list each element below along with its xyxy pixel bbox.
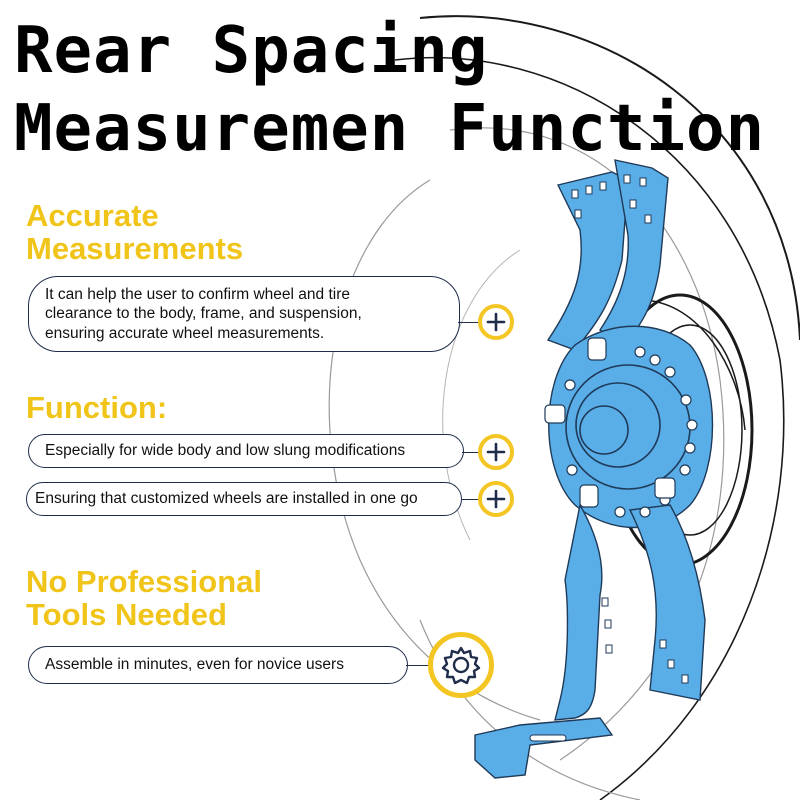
- gear-icon: [441, 646, 481, 685]
- plus-badge: [478, 481, 514, 517]
- heading-line: Function:: [26, 390, 168, 425]
- callout-text: Assemble in minutes, even for novice use…: [45, 656, 344, 674]
- section-heading-accurate: Accurate Measurements: [26, 198, 244, 266]
- callout-text: It can help the user to confirm wheel an…: [45, 285, 350, 303]
- callout-text: ensuring accurate wheel measurements.: [45, 324, 325, 342]
- callout-connector: [462, 452, 480, 453]
- slot-marks: [529, 174, 689, 742]
- lug-holes: [544, 337, 698, 518]
- heading-line: Measurements: [26, 230, 244, 266]
- heading-line: Accurate: [26, 198, 159, 233]
- plus-badge: [478, 434, 514, 470]
- feature-callout-wide-body: Especially for wide body and low slung m…: [28, 434, 464, 468]
- plus-icon: [486, 312, 506, 332]
- feature-callout-one-go: Ensuring that customized wheels are inst…: [26, 482, 462, 516]
- heading-line: No Professional: [26, 564, 262, 599]
- callout-text: Especially for wide body and low slung m…: [45, 442, 406, 460]
- page-title-line1: Rear Spacing: [14, 14, 489, 88]
- callout-text: Ensuring that customized wheels are inst…: [35, 490, 418, 508]
- feature-callout-assemble: Assemble in minutes, even for novice use…: [28, 646, 408, 684]
- callout-connector: [406, 665, 430, 666]
- gear-badge: [428, 632, 494, 698]
- feature-callout-clearance: It can help the user to confirm wheel an…: [28, 276, 460, 352]
- plus-badge: [478, 304, 514, 340]
- page-title-line2: Measuremen Function: [14, 92, 766, 166]
- plus-icon: [486, 442, 506, 462]
- section-heading-no-tools: No Professional Tools Needed: [26, 564, 262, 632]
- callout-connector: [458, 322, 480, 323]
- measuring-tool-icon: [474, 159, 714, 779]
- heading-line: Tools Needed: [26, 596, 227, 632]
- callout-text: clearance to the body, frame, and suspen…: [45, 305, 362, 323]
- section-heading-function: Function:: [26, 390, 168, 425]
- callout-connector: [462, 499, 480, 500]
- plus-icon: [486, 489, 506, 509]
